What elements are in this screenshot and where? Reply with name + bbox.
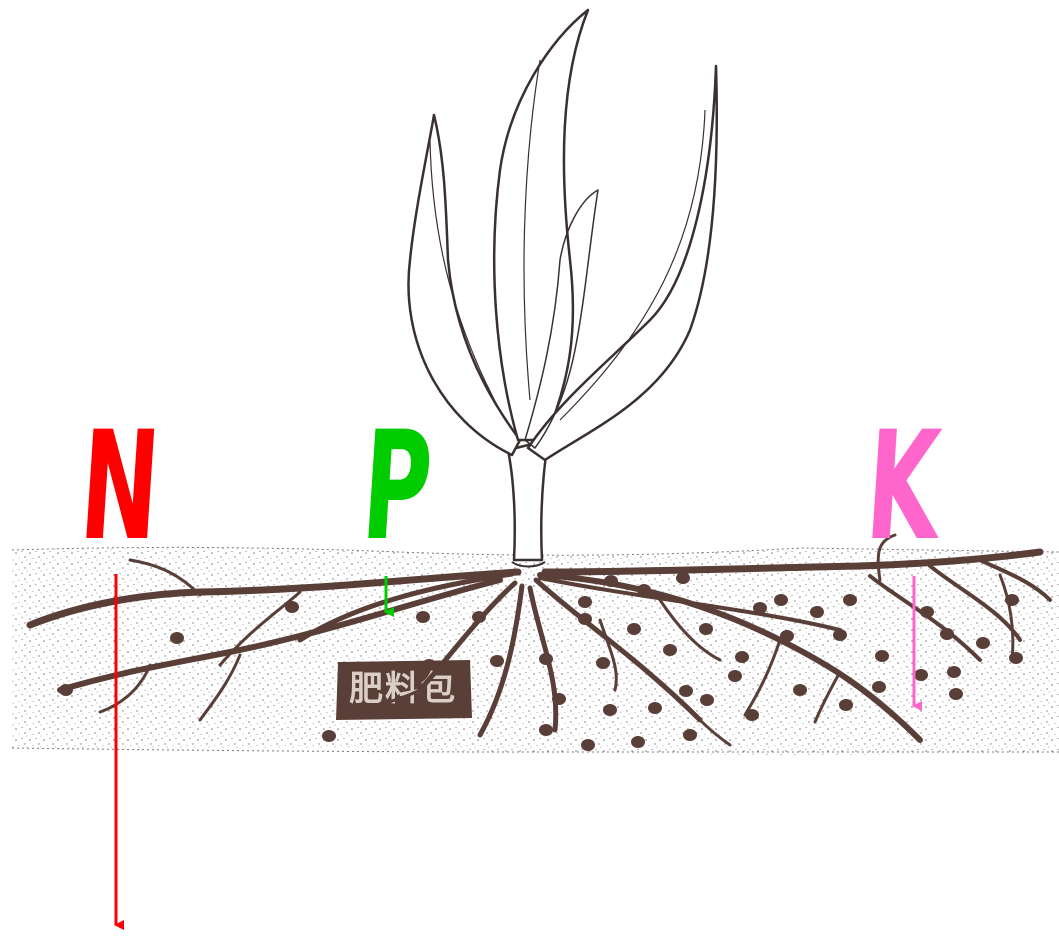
- soil-particle: [947, 666, 961, 678]
- phosphorus-label: P: [358, 412, 436, 562]
- potassium-label: K: [862, 412, 944, 562]
- soil-particle: [581, 739, 595, 751]
- soil-particle: [839, 699, 853, 711]
- nitrogen-label: N: [76, 412, 164, 562]
- soil-particle: [416, 611, 430, 623]
- soil-particle: [683, 729, 697, 741]
- soil-particle: [949, 688, 963, 700]
- soil-particle: [676, 572, 690, 584]
- soil-particle: [699, 623, 713, 635]
- soil-particle: [810, 606, 824, 618]
- soil-particle: [735, 651, 749, 663]
- soil-particle: [774, 594, 788, 606]
- soil-particle: [976, 637, 990, 649]
- fertilizer-bag: 肥料包: [336, 660, 472, 720]
- soil-particle: [914, 669, 928, 681]
- soil-particle: [539, 724, 553, 736]
- soil-particle: [875, 650, 889, 662]
- soil-particle: [679, 685, 693, 697]
- soil-particle: [578, 596, 592, 608]
- soil-particle: [322, 730, 336, 742]
- soil-particle: [490, 655, 504, 667]
- soil-particle: [663, 644, 677, 656]
- soil-particle: [596, 657, 610, 669]
- soil-particle: [627, 623, 641, 635]
- soil-particle: [170, 632, 184, 644]
- fertilizer-bag-label: 肥料包: [349, 669, 457, 709]
- soil-particle: [603, 704, 617, 716]
- soil-particle: [700, 694, 714, 706]
- soil-particle: [843, 594, 857, 606]
- soil-particle: [872, 681, 886, 693]
- soil-particle: [648, 702, 662, 714]
- soil-particle: [793, 684, 807, 696]
- soil-particle: [631, 736, 645, 748]
- plant-leaf-center: [494, 10, 588, 440]
- soil-particle: [728, 670, 742, 682]
- plant: [408, 10, 716, 567]
